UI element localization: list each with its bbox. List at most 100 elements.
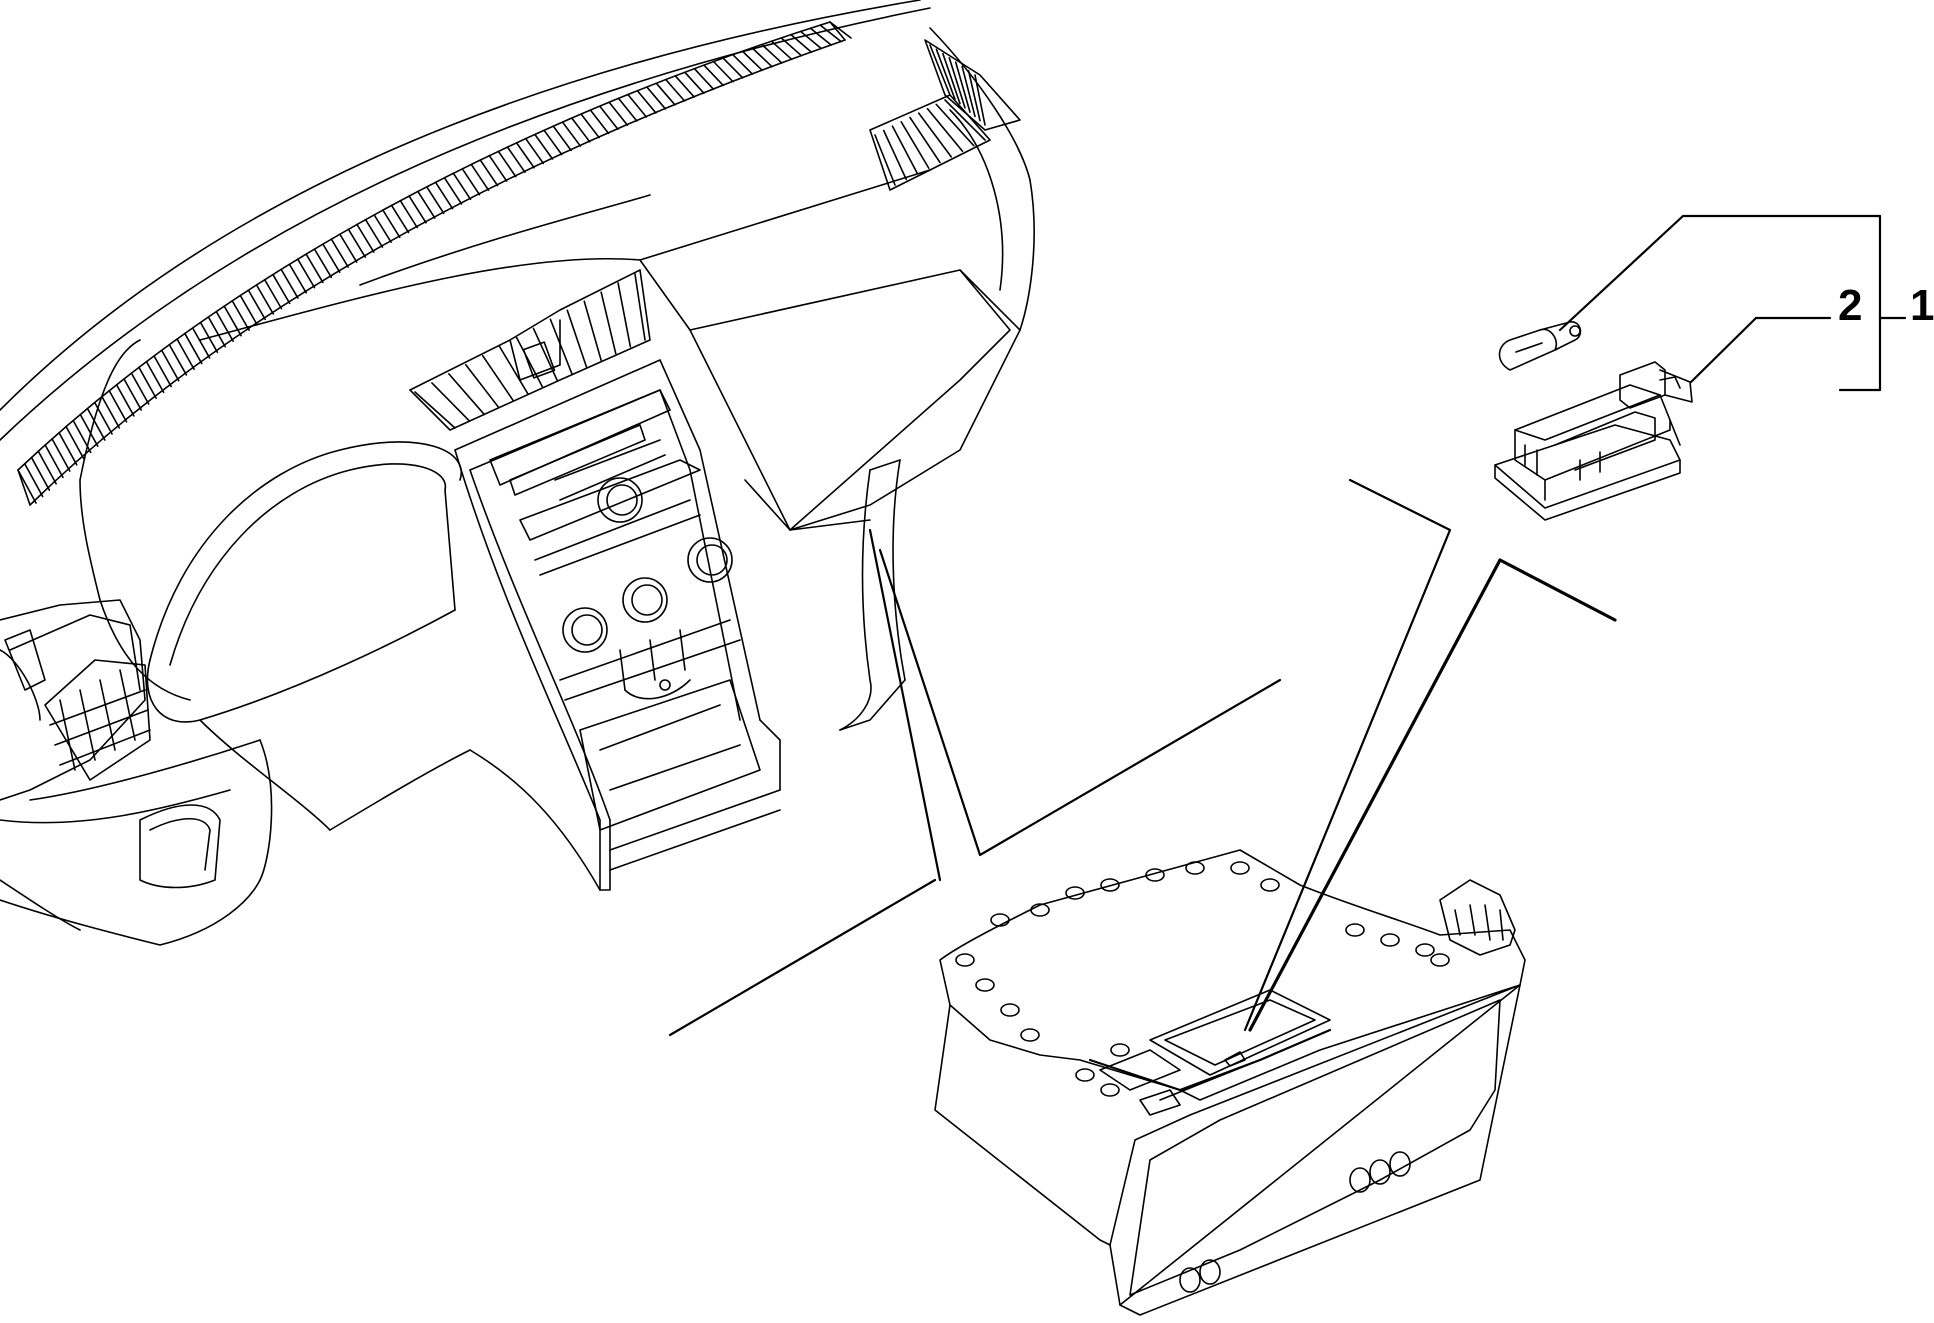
hatch-line — [917, 112, 953, 158]
hatch-line — [51, 438, 71, 472]
hatch-line — [390, 204, 410, 234]
hatch-line — [37, 450, 57, 485]
hatch-line — [364, 218, 384, 248]
mounting-hole — [975, 978, 995, 992]
hatch-line — [961, 65, 976, 118]
hatch-line — [882, 129, 908, 181]
hatch-line — [741, 50, 763, 72]
hatch-line — [176, 338, 195, 371]
mounting-hole — [1380, 933, 1400, 947]
hatch-line — [322, 243, 341, 273]
hatch-line — [655, 82, 676, 106]
hatch-line — [780, 37, 803, 57]
hatch-line — [829, 21, 852, 39]
hatch-line — [305, 253, 324, 284]
hatch-line — [86, 407, 106, 441]
mounting-hole — [1075, 1068, 1095, 1082]
hatch-line — [732, 53, 754, 75]
hatch-line — [617, 97, 638, 122]
climate-knob-right — [687, 537, 733, 583]
hatch-line — [272, 273, 291, 305]
hatch-line — [17, 469, 37, 504]
hatch-line — [431, 382, 471, 423]
hatch-line — [425, 186, 445, 215]
hatch-line — [549, 318, 573, 375]
hatch-line — [65, 425, 85, 460]
mounting-hole — [1030, 903, 1050, 917]
hatch-line — [191, 327, 211, 359]
hatch-line — [215, 310, 234, 342]
hatch-line — [703, 64, 725, 87]
hatch-line — [168, 343, 188, 376]
mounting-hole — [1065, 886, 1085, 900]
side-air-vent — [929, 44, 986, 126]
mounting-hole — [1145, 868, 1165, 882]
hatch-line — [414, 391, 456, 429]
hatch-line — [417, 190, 436, 219]
hatch-line — [288, 263, 308, 294]
hatch-line — [138, 366, 157, 399]
hatch-line — [583, 300, 602, 362]
hatch-line — [929, 44, 951, 96]
hatch-line — [255, 284, 275, 315]
hatch-line — [79, 413, 99, 448]
hatch-line — [751, 47, 773, 68]
mounting-hole — [990, 913, 1010, 927]
hatch-line — [207, 316, 227, 348]
hatch-line — [44, 444, 64, 479]
hatch-line — [115, 384, 135, 417]
hatch-line — [909, 116, 941, 164]
hatch-line — [974, 74, 986, 126]
hatch-line — [58, 431, 78, 466]
hatch-line — [552, 125, 572, 152]
festoon-bulb — [1498, 321, 1582, 371]
hatch-line — [470, 163, 490, 191]
hatch-line — [948, 57, 966, 109]
hatch-line — [580, 113, 600, 139]
hatch-line — [184, 332, 203, 365]
hatch-line — [108, 389, 128, 423]
hatch-line — [799, 30, 823, 50]
center-air-vent — [414, 273, 646, 429]
mounting-hole — [1260, 878, 1280, 892]
hatch-line — [967, 69, 981, 122]
hatch-line — [634, 273, 646, 341]
hatch-line — [296, 258, 316, 289]
hatch-line — [356, 223, 375, 253]
mounting-hole — [1415, 943, 1435, 957]
hatch-line — [684, 71, 705, 94]
hatch-line — [408, 195, 427, 224]
hatch-line — [231, 300, 250, 332]
mounting-hole — [1110, 1043, 1130, 1057]
hatch-line — [160, 349, 180, 382]
mounting-hole — [1000, 1003, 1020, 1017]
hatch-line — [571, 117, 591, 143]
hatch-line — [665, 78, 686, 102]
hatch-line — [515, 336, 544, 389]
hatch-line — [23, 462, 44, 498]
hatch-line — [589, 109, 610, 135]
hatch-line — [944, 99, 986, 141]
callout-label-1: 1 — [1910, 281, 1934, 330]
hatch-line — [488, 154, 508, 182]
mounting-hole — [955, 953, 975, 967]
hatch-line — [479, 159, 499, 187]
hatch-line — [443, 176, 463, 205]
hatch-line — [891, 125, 919, 175]
hatch-line — [347, 228, 367, 258]
hatch-line — [627, 93, 648, 118]
glovebox-mounting-holes — [955, 861, 1450, 1097]
callout-label-2: 2 — [1838, 281, 1862, 330]
mounting-hole — [1230, 861, 1250, 875]
hatch-line — [247, 289, 267, 321]
mounting-hole — [1100, 1083, 1120, 1097]
hatch-line — [239, 294, 258, 326]
hatch-line — [313, 248, 333, 279]
hatch-line — [722, 57, 744, 79]
hatch-line — [636, 89, 657, 114]
dashboard-drawing — [0, 0, 1035, 946]
hatch-line — [481, 354, 515, 402]
left-air-vent — [44, 659, 151, 781]
hatch-line — [819, 24, 842, 43]
